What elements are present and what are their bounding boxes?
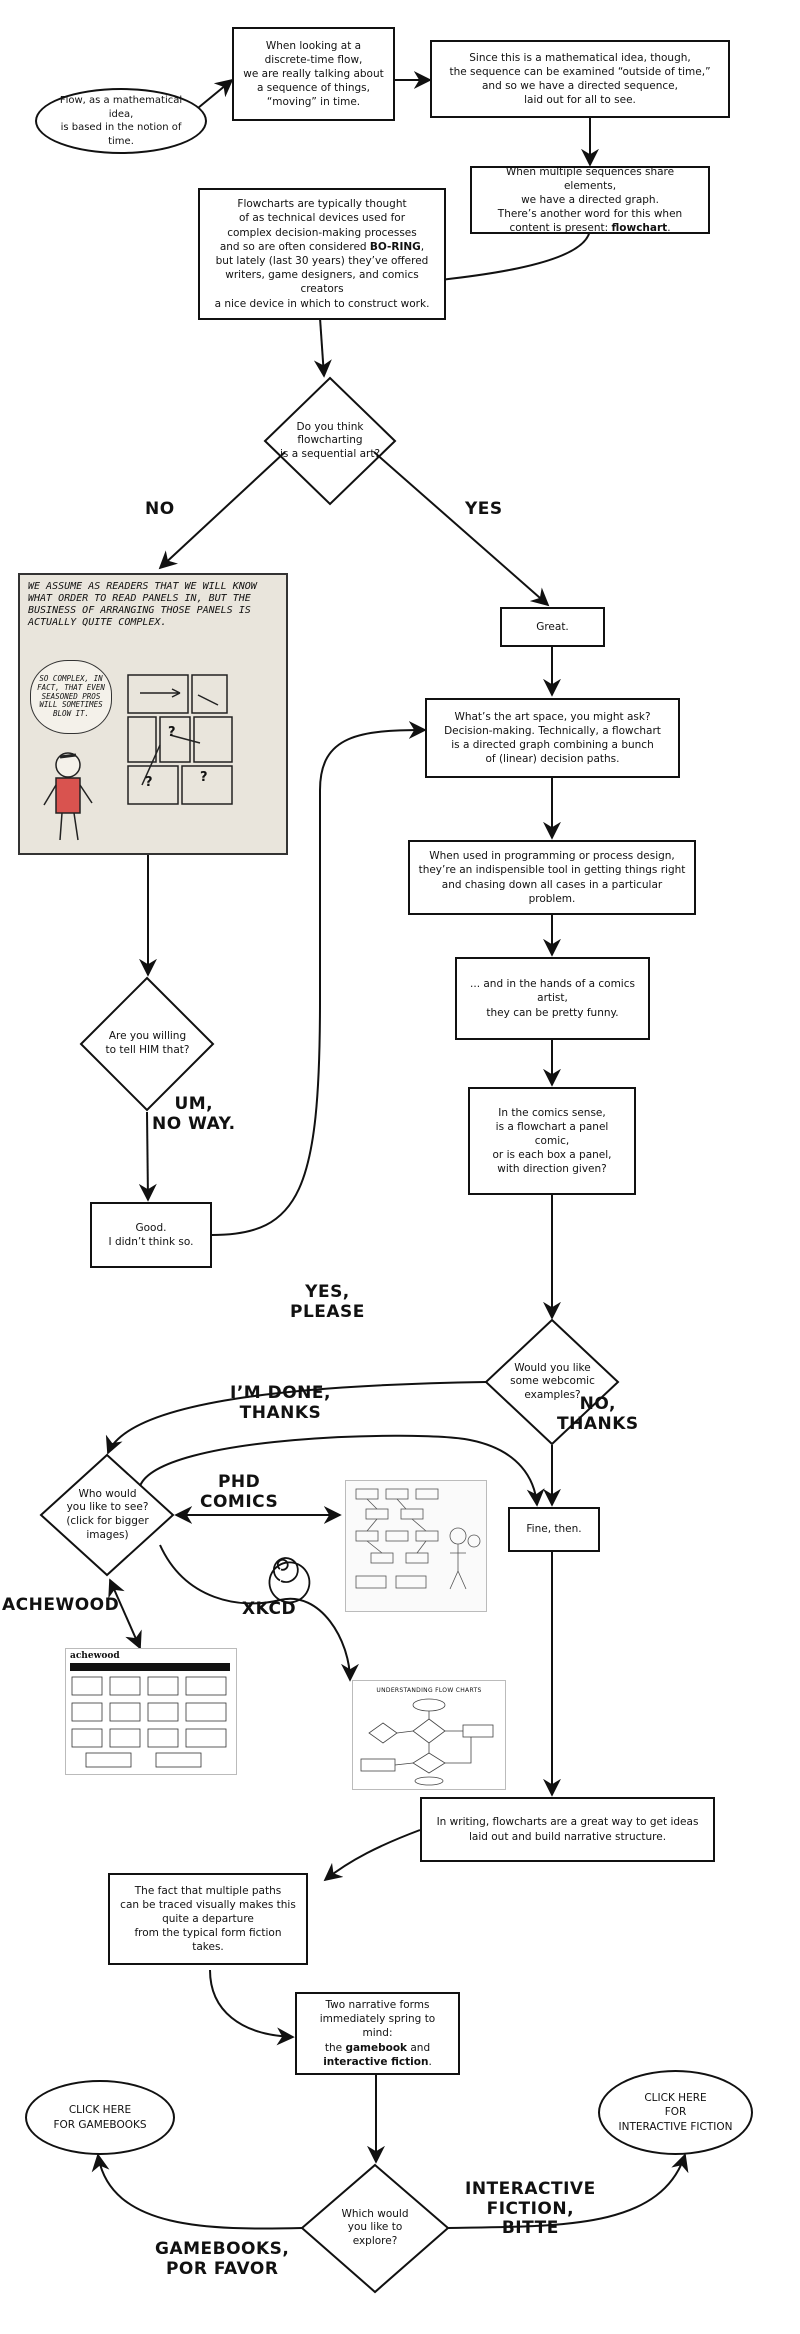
interactive-fiction-bitte-label[interactable]: INTERACTIVE FICTION, BITTE — [465, 2179, 596, 2239]
achewood-title: achewood — [70, 1651, 120, 1661]
achewood-banner — [70, 1663, 230, 1671]
arrow-writing-to-paths — [323, 1829, 421, 1882]
panel-comic-text: In the comics sense, is a flowchart a pa… — [492, 1106, 612, 1176]
click-if-text: CLICK HERE FOR INTERACTIVE FICTION — [618, 2092, 733, 2133]
xkcd-title: UNDERSTANDING FLOW CHARTS — [376, 1687, 482, 1694]
good-box: Good. I didn’t think so. — [90, 1202, 212, 1268]
gamebook-bold: gamebook — [345, 2041, 408, 2054]
flow-math-oval: Flow, as a mathematical idea, is based i… — [35, 88, 207, 154]
achewood-thumbnail[interactable]: achewood — [65, 1648, 237, 1775]
arrow-im-done — [139, 1434, 545, 1507]
flowcharts-boring-text: Flowcharts are typically thought of as t… — [214, 198, 430, 310]
xkcd-thumbnail[interactable]: UNDERSTANDING FLOW CHARTS — [352, 1680, 506, 1790]
click-if-oval[interactable]: CLICK HERE FOR INTERACTIVE FICTION — [598, 2070, 753, 2155]
um-no-way-label: UM, NO WAY. — [152, 1094, 236, 1134]
great-text: Great. — [536, 620, 569, 633]
flowcharts-boring-box: Flowcharts are typically thought of as t… — [198, 188, 446, 320]
xkcd-thumbnail-art — [360, 1698, 494, 1786]
phd-comics-label[interactable]: PHD COMICS — [200, 1472, 279, 1512]
decision-diamond-tell-him — [79, 976, 215, 1112]
comics-artist-box: ... and in the hands of a comics artist,… — [455, 957, 650, 1040]
sequential-art-question: Do you think flowcharting is a sequentia… — [279, 420, 381, 460]
comic-speech-bubble: SO COMPLEX, IN FACT, THAT EVEN SEASONED … — [30, 660, 112, 734]
arrow-achewood — [108, 1578, 142, 1650]
art-space-box: What’s the art space, you might ask? Dec… — [425, 698, 680, 778]
decision-diamond-webcomics — [484, 1318, 620, 1446]
comic-question-mark-1: ? — [168, 725, 176, 740]
arrow-paths-to-forms — [209, 1969, 295, 2046]
arrow-to-gamebooks — [91, 2153, 303, 2230]
no-thanks-label: NO, THANKS — [557, 1394, 639, 1434]
xkcd-spiral — [268, 1557, 311, 1604]
programming-text: When used in programming or process desi… — [418, 850, 686, 905]
comic-figure — [43, 674, 233, 841]
gamebooks-por-favor-label[interactable]: GAMEBOOKS, POR FAVOR — [155, 2239, 290, 2279]
discrete-time-text: When looking at a discrete-time flow, we… — [243, 39, 384, 109]
achewood-label[interactable]: ACHEWOOD — [2, 1595, 120, 1615]
flow-math-text: Flow, as a mathematical idea, is based i… — [59, 95, 183, 147]
in-writing-box: In writing, flowcharts are a great way t… — [420, 1797, 715, 1862]
webcomic-examples-question: Would you like some webcomic examples? — [510, 1361, 595, 1401]
arrow-no-branch — [158, 451, 286, 570]
arrow-boring-to-sequential — [313, 317, 332, 378]
comic-speech-text: SO COMPLEX, IN FACT, THAT EVEN SEASONED … — [37, 674, 105, 718]
multiple-paths-box: The fact that multiple paths can be trac… — [108, 1873, 308, 1965]
outside-time-text: Since this is a mathematical idea, thoug… — [449, 51, 711, 107]
which-explore-question: Which would you like to explore? — [341, 2207, 409, 2247]
discrete-time-box: When looking at a discrete-time flow, we… — [232, 27, 395, 121]
multiple-sequences-box: When multiple sequences share elements, … — [470, 166, 710, 234]
xkcd-label[interactable]: XKCD — [242, 1599, 297, 1619]
arrow-flow-to-discrete — [197, 78, 234, 109]
phd-comics-thumbnail[interactable] — [345, 1480, 487, 1612]
interactive-fiction-bold: interactive fiction — [323, 2055, 429, 2068]
outside-time-box: Since this is a mathematical idea, thoug… — [430, 40, 730, 118]
boring-bold: BO-RING — [369, 240, 421, 253]
multiple-paths-text: The fact that multiple paths can be trac… — [120, 1884, 296, 1954]
in-writing-text: In writing, flowcharts are a great way t… — [436, 1816, 699, 1843]
achewood-thumbnail-art — [71, 1676, 227, 1768]
who-see-question: Who would you like to see? (click for bi… — [66, 1487, 149, 1541]
panel-comic-box: In the comics sense, is a flowchart a pa… — [468, 1087, 636, 1195]
two-forms-box: Two narrative forms immediately spring t… — [295, 1992, 460, 2075]
comic-question-mark-2: ? — [200, 770, 208, 785]
arrow-yes-branch — [373, 451, 550, 607]
click-gamebooks-oval[interactable]: CLICK HERE FOR GAMEBOOKS — [25, 2080, 175, 2155]
arrow-tell-him-to-good — [138, 1111, 157, 1202]
comics-artist-text: ... and in the hands of a comics artist,… — [470, 978, 635, 1019]
comic-caption: WE ASSUME AS READERS THAT WE WILL KNOW W… — [28, 581, 257, 628]
good-text: Good. I didn’t think so. — [108, 1221, 194, 1248]
comic-panel: WE ASSUME AS READERS THAT WE WILL KNOW W… — [18, 573, 288, 855]
no-label: NO — [145, 499, 175, 519]
flowchart-bold: flowchart — [611, 222, 668, 235]
decision-diamond-sequential — [263, 376, 397, 506]
decision-diamond-explore — [300, 2163, 450, 2294]
fine-then-box: Fine, then. — [508, 1507, 600, 1552]
phd-thumbnail-art — [355, 1488, 481, 1590]
tell-him-question: Are you willing to tell HIM that? — [105, 1030, 190, 1056]
arrow-good-to-art-space — [211, 721, 427, 1236]
arrow-yes-please — [105, 1381, 487, 1455]
two-forms-text: Two narrative forms immediately spring t… — [319, 1999, 436, 2068]
im-done-label: I’M DONE, THANKS — [230, 1383, 331, 1423]
click-gamebooks-text: CLICK HERE FOR GAMEBOOKS — [53, 2104, 147, 2131]
fine-then-text: Fine, then. — [526, 1523, 582, 1536]
yes-label: YES — [465, 499, 503, 519]
multiple-sequences-text: When multiple sequences share elements, … — [497, 165, 683, 235]
arrow-to-if — [447, 2153, 689, 2229]
art-space-text: What’s the art space, you might ask? Dec… — [444, 710, 661, 766]
programming-box: When used in programming or process desi… — [408, 840, 696, 915]
comic-question-mark-3: ? — [145, 775, 153, 790]
great-box: Great. — [500, 607, 605, 647]
yes-please-label: YES, PLEASE — [290, 1282, 365, 1322]
